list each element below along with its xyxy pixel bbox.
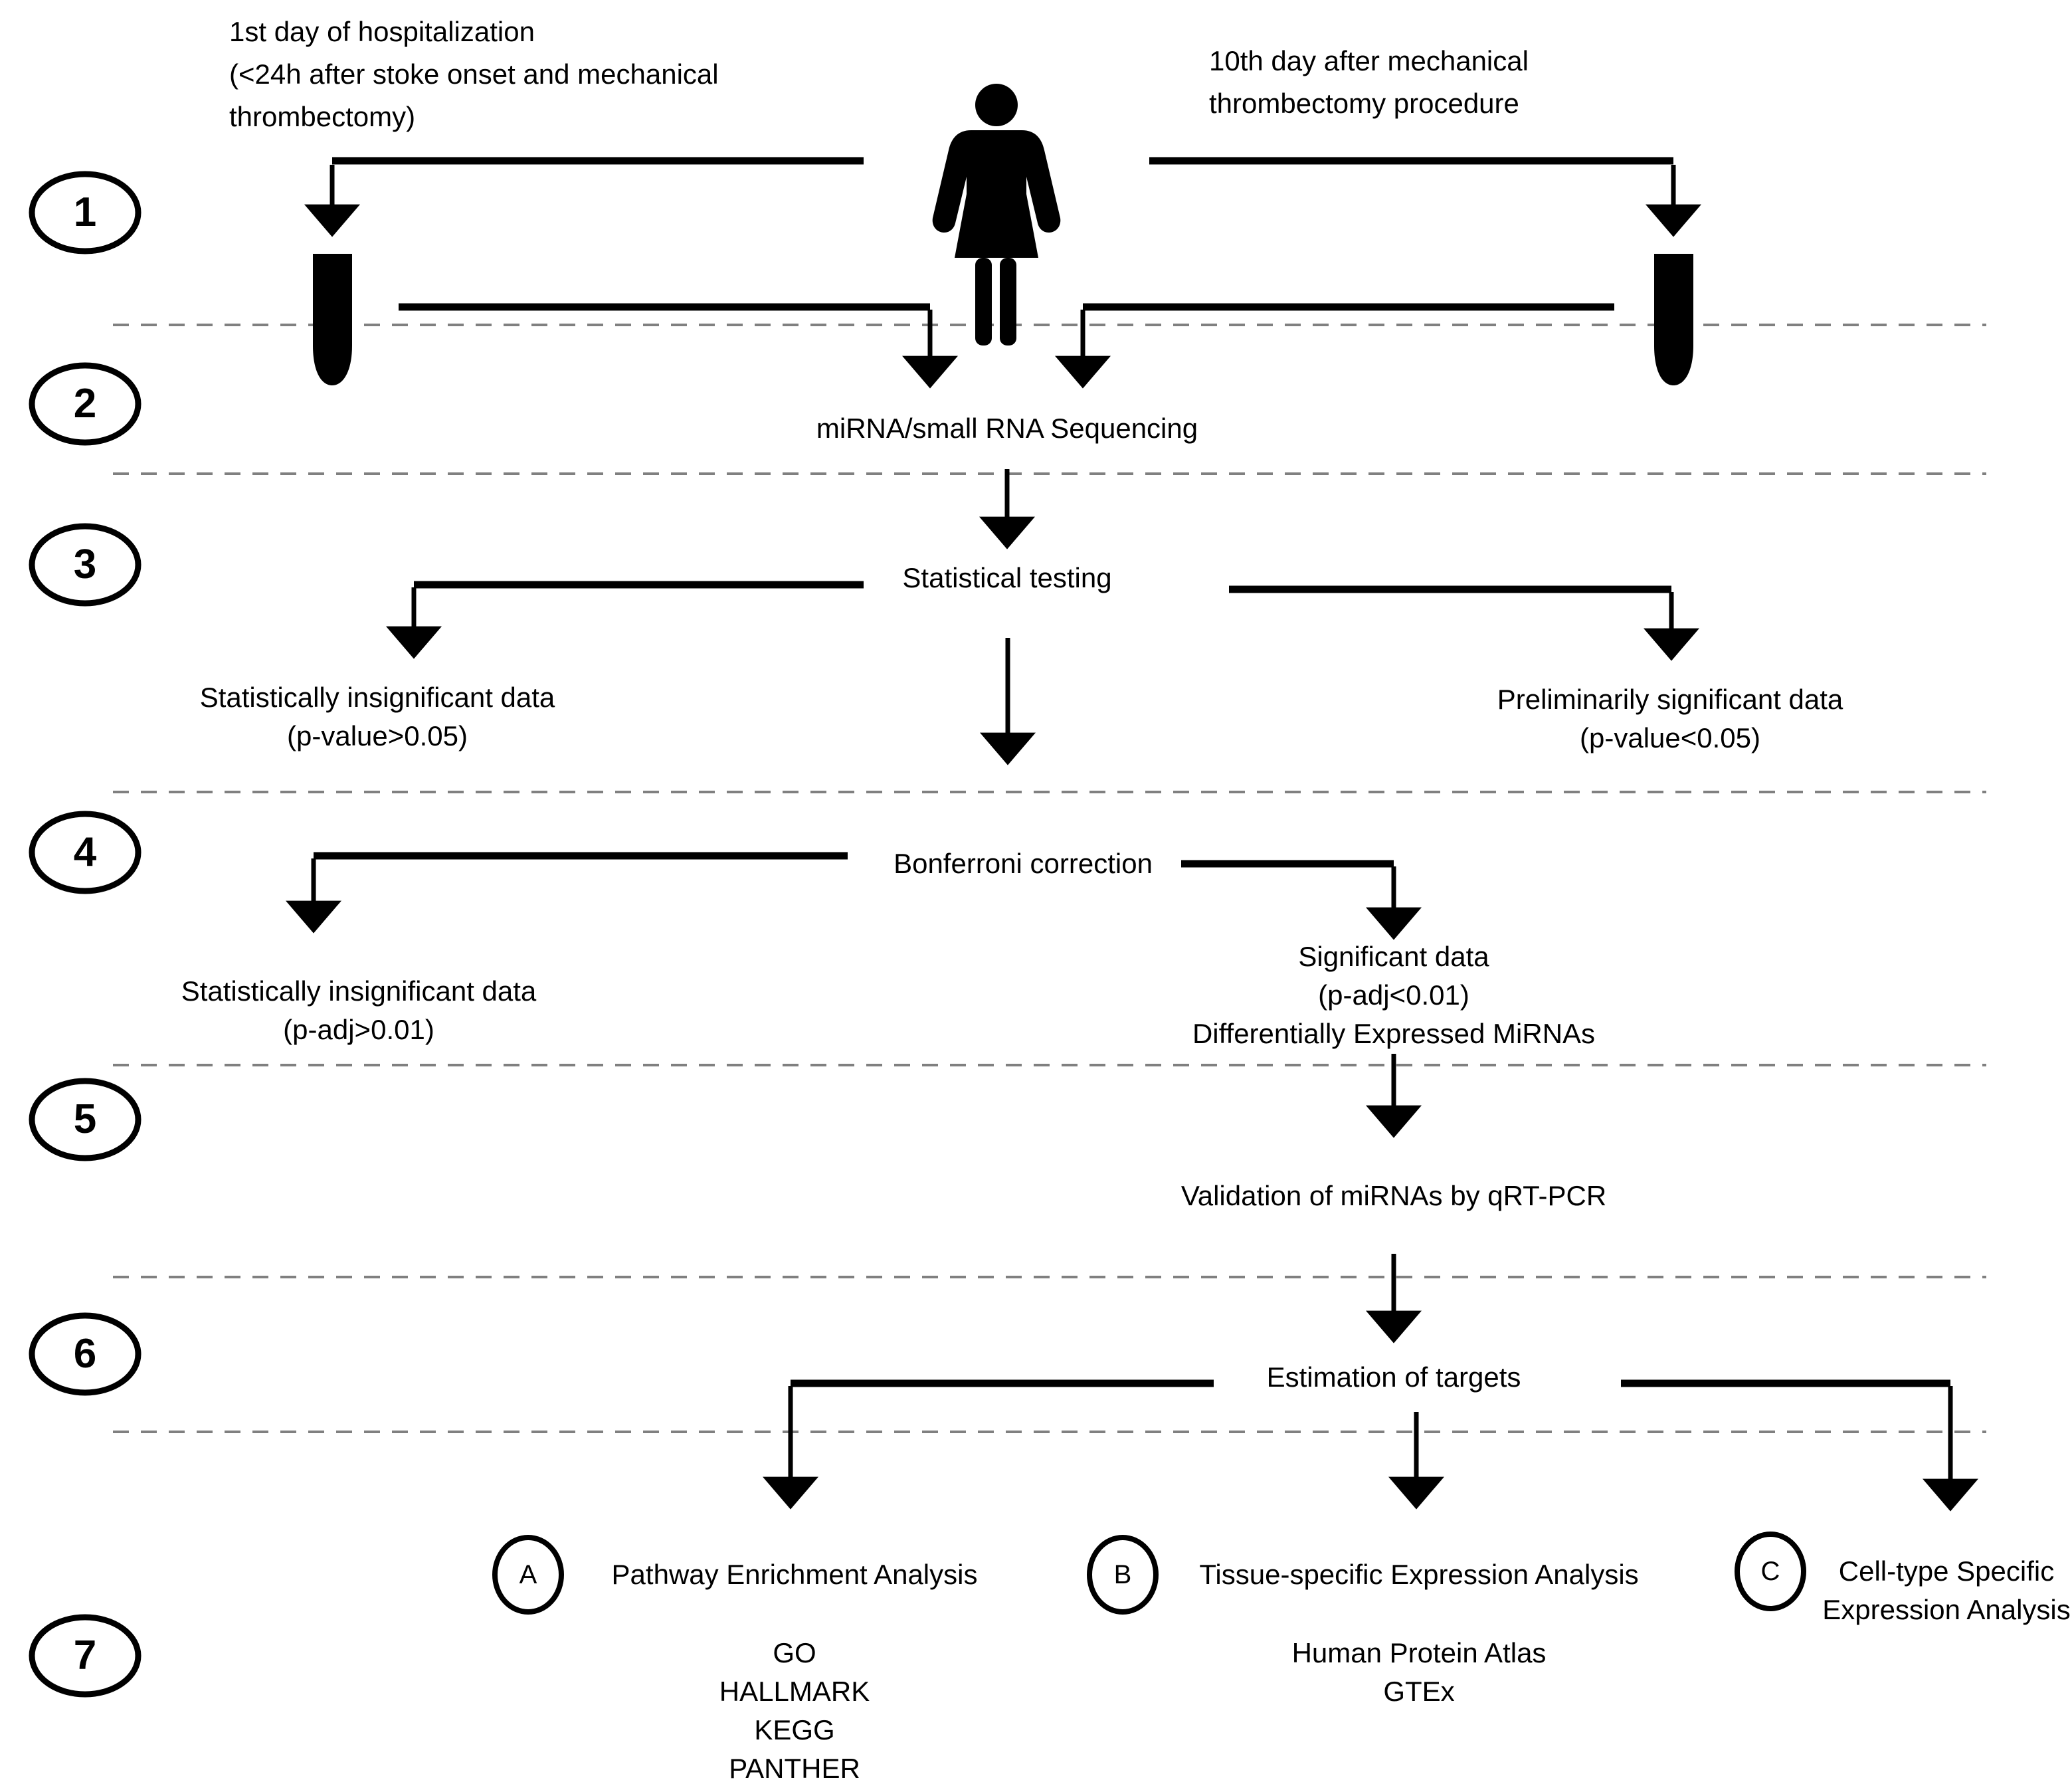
step-number-6: 6 (73, 1331, 97, 1377)
significant-line2: (p-adj<0.01) (1318, 979, 1469, 1011)
timepoint-right-line1: 10th day after mechanical (1209, 45, 1529, 76)
branch-letter-a: A (519, 1560, 537, 1589)
branch-c-title-line2: Expression Analysis (1822, 1594, 2071, 1625)
branch-a-resource-2: KEGG (754, 1714, 835, 1745)
branch-ellipse-a (492, 1535, 564, 1615)
step-ellipse-7 (29, 1614, 141, 1698)
branch-c-title-line1: Cell-type Specific (1838, 1555, 2055, 1587)
branch-letter-ellipses (492, 1532, 1806, 1615)
step-number-1: 1 (73, 189, 97, 235)
timepoint-left-line1: 1st day of hospitalization (229, 16, 535, 47)
statistical-testing-label: Statistical testing (902, 562, 1112, 593)
step-ellipse-2 (29, 362, 141, 446)
step-number-5: 5 (73, 1096, 97, 1142)
step-number-ellipses (29, 171, 141, 1698)
branch-ellipse-c (1735, 1532, 1806, 1611)
connector-right-timepoint-to-tube (1149, 157, 1701, 237)
preliminary-significant-line2: (p-value<0.05) (1580, 722, 1760, 753)
step-ellipse-4 (29, 811, 141, 894)
connector-bonferroni-to-insignificant (286, 852, 848, 934)
female-person-icon (932, 84, 1061, 346)
branch-ellipse-b (1087, 1535, 1159, 1615)
connector-estimation-to-branch-c (1621, 1379, 1978, 1512)
sequencing-label: miRNA/small RNA Sequencing (816, 413, 1198, 444)
branch-b-resource-1: GTEx (1383, 1676, 1455, 1707)
connector-left-timepoint-to-tube (304, 157, 864, 237)
significant-line1: Significant data (1298, 941, 1489, 972)
step-number-4: 4 (73, 829, 97, 875)
step-number-2: 2 (73, 381, 97, 427)
validation-label: Validation of miRNAs by qRT-PCR (1180, 1180, 1607, 1211)
bonferroni-label: Bonferroni correction (894, 848, 1153, 879)
step-ellipse-1 (29, 171, 141, 254)
preliminary-significant-line1: Preliminarily significant data (1497, 684, 1843, 715)
connector-left-tube-to-sequencing (399, 303, 958, 389)
branch-a-resource-1: HALLMARK (719, 1676, 870, 1707)
connector-right-tube-to-sequencing (1055, 303, 1614, 389)
branch-letter-c: C (1760, 1557, 1780, 1586)
step-ellipse-5 (29, 1078, 141, 1161)
branch-b-title: Tissue-specific Expression Analysis (1199, 1559, 1639, 1590)
connector-estimation-to-branch-a (763, 1379, 1214, 1510)
blood-collection-tube-right-icon (1654, 254, 1693, 385)
estimation-label: Estimation of targets (1266, 1361, 1521, 1393)
insignificant-pvalue-line2: (p-value>0.05) (287, 720, 468, 751)
branch-a-resource-0: GO (773, 1637, 816, 1668)
insignificant-padj-line2: (p-adj>0.01) (283, 1014, 434, 1045)
branch-letter-b: B (1113, 1560, 1132, 1589)
section-dividers (113, 324, 1986, 1433)
step-number-3: 3 (73, 542, 97, 587)
branch-a-title: Pathway Enrichment Analysis (611, 1559, 978, 1590)
branch-b-resource-0: Human Protein Atlas (1291, 1637, 1547, 1668)
insignificant-padj-line1: Statistically insignificant data (181, 975, 537, 1007)
branch-a-resource-3: PANTHER (729, 1753, 860, 1784)
timepoint-left-line2: (<24h after stoke onset and mechanical (229, 58, 719, 90)
step-ellipse-3 (29, 523, 141, 607)
significant-line3: Differentially Expressed MiRNAs (1192, 1018, 1596, 1049)
connector-testing-to-insignificant (386, 581, 864, 659)
step-ellipse-6 (29, 1312, 141, 1396)
connector-bonferroni-to-significant (1181, 860, 1422, 940)
connector-testing-to-preliminary (1229, 585, 1699, 661)
insignificant-pvalue-line1: Statistically insignificant data (199, 682, 555, 713)
blood-collection-tube-left-icon (313, 254, 352, 385)
timepoint-right-line2: thrombectomy procedure (1209, 88, 1519, 119)
step-number-7: 7 (73, 1633, 97, 1678)
timepoint-left-line3: thrombectomy) (229, 101, 416, 132)
